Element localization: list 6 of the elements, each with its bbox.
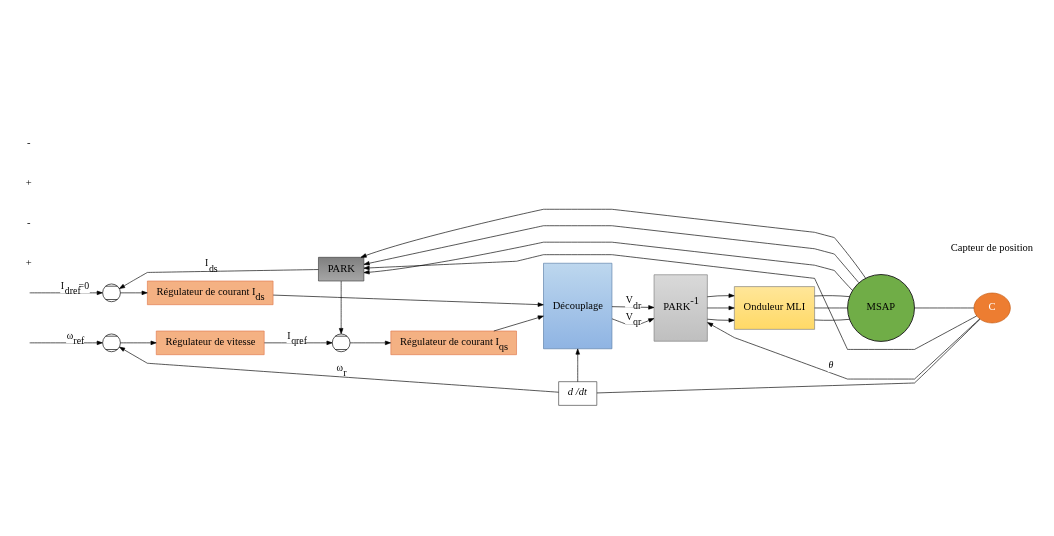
label: + <box>25 256 32 268</box>
edge-label: θ <box>828 358 834 370</box>
node-label: Capteur de position <box>950 241 1034 253</box>
label: + <box>25 176 32 188</box>
label: - <box>26 136 31 148</box>
label: - <box>26 216 31 228</box>
